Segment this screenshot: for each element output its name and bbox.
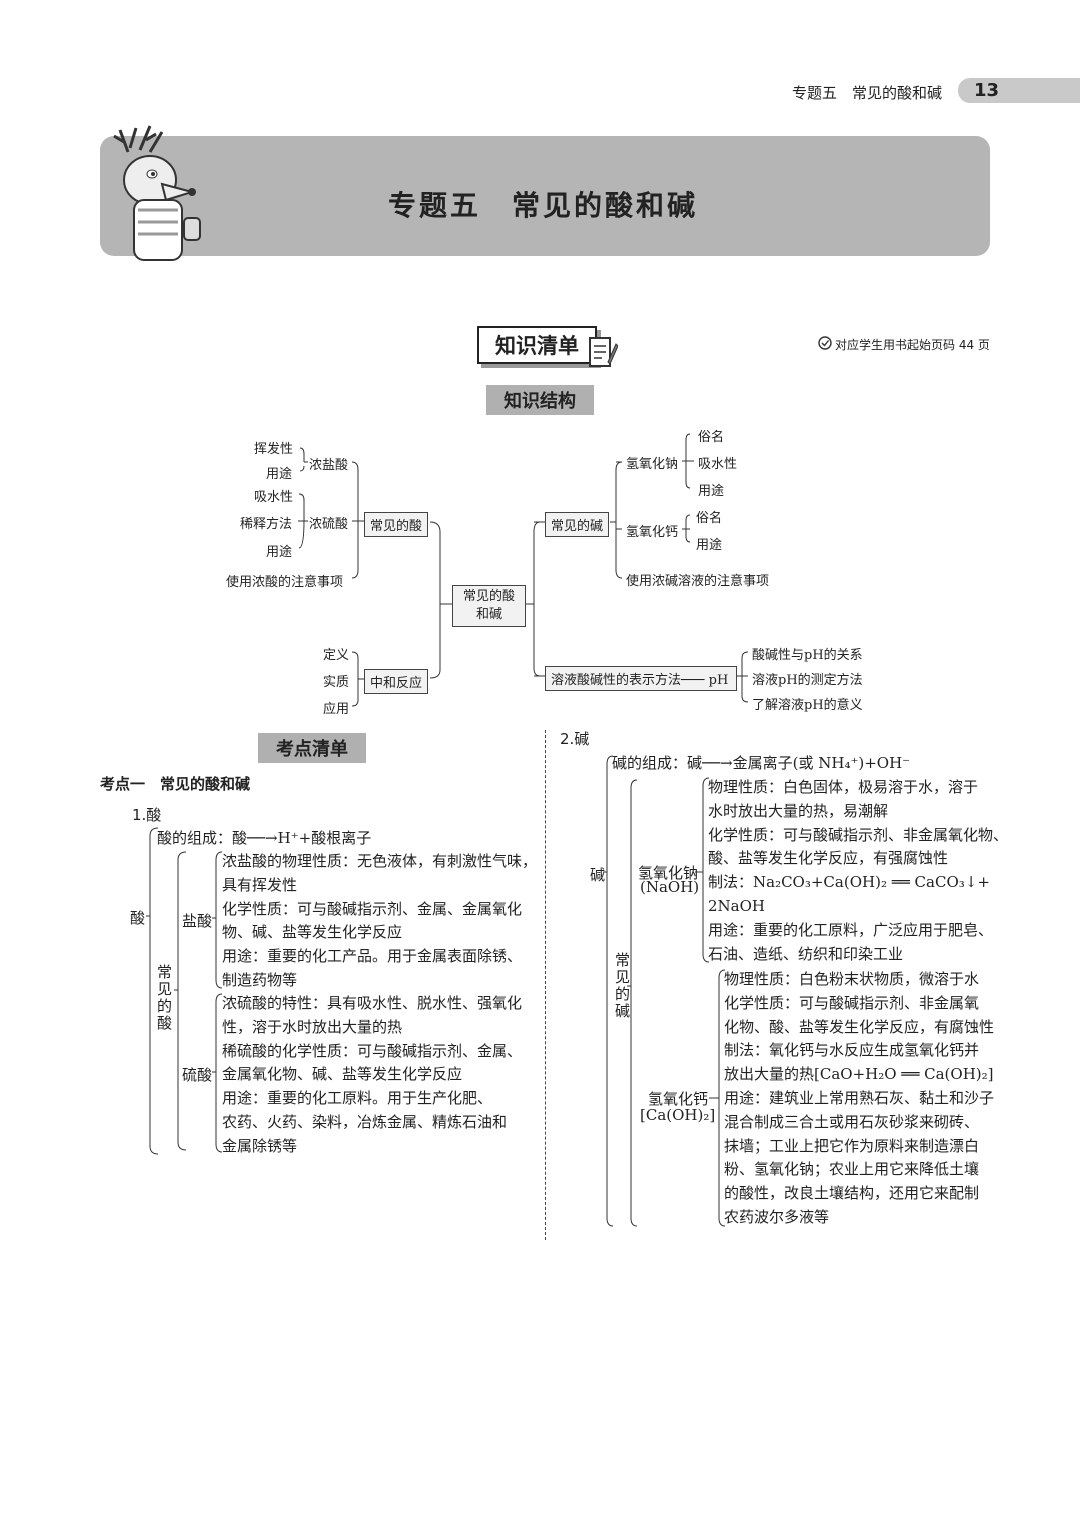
base-label: 碱 — [590, 866, 606, 884]
naoh-line: 石油、造纸、纺织和印染工业 — [708, 944, 904, 963]
point1-title: 考点一 常见的酸和碱 — [100, 775, 251, 793]
caoh-line: 的酸性，改良土壤结构，还用它来配制 — [724, 1184, 980, 1203]
hcl-line: 物、碱、盐等发生化学反应 — [222, 923, 403, 942]
mm-h2so4-use: 用途 — [266, 545, 293, 560]
caoh-line: 抹墙；工业上把它作为原料来制造漂白 — [724, 1136, 980, 1155]
acid-heading: 1.酸 — [132, 806, 162, 824]
caoh-line: 物理性质：白色粉末状物质，微溶于水 — [724, 970, 980, 988]
mm-ph-node: 溶液酸碱性的表示方法─── pH — [545, 666, 738, 691]
naoh-details: 物理性质：白色固体，极易溶于水，溶于 水时放出大量的热，易潮解 化学性质：可与酸… — [708, 776, 1008, 966]
h2so4-line: 稀硫酸的化学性质：可与酸碱指示剂、金属、 — [222, 1041, 523, 1060]
deer-mascot-icon — [113, 125, 201, 261]
mm-caoh-label: 氢氧化钙 — [626, 525, 679, 540]
common-acid-label: 常见的酸 — [157, 963, 173, 1032]
mm-naoh-name: 俗名 — [698, 430, 725, 445]
base-composition: 碱的组成：碱──→金属离子(或 NH₄⁺)+OH⁻ — [612, 754, 911, 772]
mm-hcl-use: 用途 — [266, 467, 293, 482]
naoh-formula: (NaOH) — [640, 878, 700, 896]
naoh-line: 水时放出大量的热，易潮解 — [708, 801, 889, 820]
mm-acid-caution: 使用浓酸的注意事项 — [226, 575, 344, 590]
naoh-line: 物理性质：白色固体，极易溶于水，溶于 — [708, 778, 979, 796]
mm-bases-node: 常见的碱 — [545, 512, 610, 537]
hcl-line: 用途：重要的化工产品。用于金属表面除锈、 — [222, 947, 523, 966]
page-number: 13 — [958, 78, 1080, 103]
mm-neutral-apply: 应用 — [323, 702, 350, 717]
h2so4-line: 金属除锈等 — [222, 1136, 298, 1155]
mm-ph-relation: 酸碱性与pH的关系 — [752, 648, 863, 663]
naoh-line: 2NaOH — [708, 896, 765, 915]
caoh-line: 放出大量的热[CaO+H₂O ══ Ca(OH)₂] — [724, 1065, 994, 1084]
h2so4-line: 金属氧化物、碱、盐等发生化学反应 — [222, 1065, 463, 1084]
mm-hcl-label: 浓盐酸 — [309, 458, 349, 473]
naoh-line: 酸、盐等发生化学反应，有强腐蚀性 — [708, 849, 949, 868]
column-divider — [545, 730, 546, 1240]
caoh-line: 混合制成三合土或用石灰砂浆来砌砖、 — [724, 1112, 980, 1131]
mm-naoh-absorb: 吸水性 — [698, 457, 738, 472]
mm-ph-label: pH — [708, 673, 729, 688]
mm-h2so4-dilute: 稀释方法 — [240, 517, 293, 532]
mm-hcl-volatility: 挥发性 — [254, 442, 294, 457]
hcl-line: 制造药物等 — [222, 970, 298, 989]
mm-ph-meaning: 了解溶液pH的意义 — [752, 698, 863, 713]
points-title: 考点清单 — [258, 733, 366, 763]
mm-h2so4-absorb: 吸水性 — [254, 490, 294, 505]
caoh-line: 化学性质：可与酸碱指示剂、非金属氧 — [724, 993, 980, 1012]
mm-acids-node: 常见的酸 — [364, 512, 429, 537]
mm-ph-measure: 溶液pH的测定方法 — [752, 673, 863, 688]
hcl-line: 化学性质：可与酸碱指示剂、金属、金属氧化 — [222, 899, 523, 918]
caoh-line: 用途：建筑业上常用熟石灰、黏土和沙子 — [724, 1088, 995, 1107]
caoh-line: 农药波尔多液等 — [724, 1207, 830, 1226]
naoh-line: 化学性质：可与酸碱指示剂、非金属氧化物、 — [708, 825, 1009, 844]
hcl-line: 浓盐酸的物理性质：无色液体，有刺激性气味， — [222, 852, 538, 870]
mm-neutral-node: 中和反应 — [364, 669, 429, 694]
structure-title: 知识结构 — [486, 385, 594, 415]
hcl-label: 盐酸 — [182, 912, 213, 930]
caoh-formula: [Ca(OH)₂] — [640, 1106, 716, 1124]
mm-caoh-name: 俗名 — [696, 511, 723, 526]
base-heading: 2.碱 — [560, 730, 590, 748]
h2so4-line: 农药、火药、染料，冶炼金属、精炼石油和 — [222, 1112, 508, 1131]
mm-neutral-essence: 实质 — [323, 675, 350, 690]
mm-center-node: 常见的酸和碱 — [452, 585, 526, 627]
running-title: 专题五 常见的酸和碱 — [792, 84, 943, 102]
mm-naoh-use: 用途 — [698, 484, 725, 499]
h2so4-label: 硫酸 — [182, 1066, 213, 1084]
mm-base-caution: 使用浓碱溶液的注意事项 — [626, 574, 770, 589]
chapter-banner — [100, 136, 990, 256]
naoh-label: 氢氧化钠 — [638, 864, 699, 882]
caoh-line: 化物、酸、盐等发生化学反应，有腐蚀性 — [724, 1017, 995, 1036]
hcl-line: 具有挥发性 — [222, 875, 298, 894]
h2so4-line: 浓硫酸的特性：具有吸水性、脱水性、强氧化 — [222, 994, 523, 1012]
caoh-label: 氢氧化钙 — [648, 1090, 709, 1108]
h2so4-line: 性，溶于水时放出大量的热 — [222, 1017, 403, 1036]
mm-neutral-def: 定义 — [323, 648, 350, 663]
caoh-line: 粉、氢氧化钠；农业上用它来降低土壤 — [724, 1160, 980, 1179]
chapter-title: 专题五 常见的酸和碱 — [388, 189, 699, 222]
acid-brackets — [146, 827, 223, 1155]
mindmap-connectors — [298, 433, 749, 707]
mm-ph-method: 溶液酸碱性的表示方法 — [551, 673, 682, 688]
caoh-details: 物理性质：白色粉末状物质，微溶于水 化学性质：可与酸碱指示剂、非金属氧 化物、酸… — [724, 968, 994, 1230]
mm-caoh-use: 用途 — [696, 538, 723, 553]
caoh-line: 制法：氧化钙与水反应生成氢氧化钙并 — [724, 1041, 980, 1060]
base-brackets — [603, 755, 726, 1227]
common-base-label: 常见的碱 — [615, 951, 631, 1020]
acid-label: 酸 — [130, 909, 146, 927]
knowledge-list-tag: 知识清单 — [477, 326, 597, 364]
h2so4-line: 用途：重要的化工原料。用于生产化肥、 — [222, 1089, 493, 1108]
naoh-line: 制法：Na₂CO₃+Ca(OH)₂ ══ CaCO₃↓+ — [708, 873, 990, 892]
mm-h2so4-label: 浓硫酸 — [309, 517, 349, 532]
reference-note: 对应学生用书起始页码 44 页 — [835, 338, 990, 352]
notebook-pencil-icon — [589, 337, 618, 367]
naoh-line: 用途：重要的化工原料，广泛应用于肥皂、 — [708, 920, 994, 939]
mm-naoh-label: 氢氧化钠 — [626, 457, 679, 472]
check-circle-icon — [818, 336, 832, 350]
h2so4-details: 浓硫酸的特性：具有吸水性、脱水性、强氧化 性，溶于水时放出大量的热 稀硫酸的化学… — [222, 992, 522, 1159]
acid-composition: 酸的组成：酸──→H⁺+酸根离子 — [157, 829, 372, 847]
hcl-details: 浓盐酸的物理性质：无色液体，有刺激性气味， 具有挥发性 化学性质：可与酸碱指示剂… — [222, 850, 537, 993]
